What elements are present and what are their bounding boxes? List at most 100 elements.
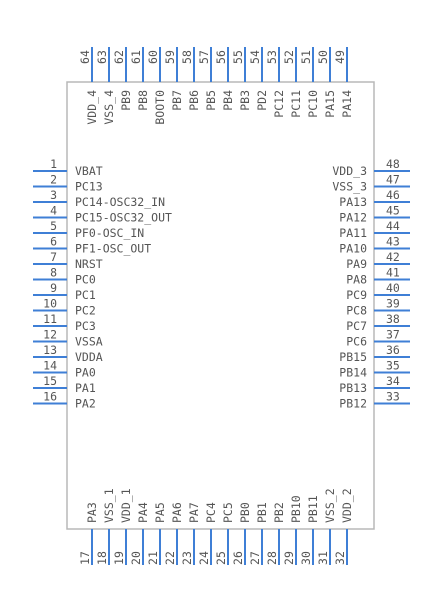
- pin-number-31: 31: [316, 551, 330, 565]
- pin-number-3: 3: [50, 188, 57, 202]
- pin-number-28: 28: [265, 551, 279, 565]
- pin-name-36: PB15: [339, 350, 367, 364]
- pin-number-7: 7: [50, 250, 57, 264]
- pin-name-34: PB13: [339, 381, 367, 395]
- pin-number-21: 21: [146, 551, 160, 565]
- pin-number-13: 13: [43, 343, 57, 357]
- pin-name-7: NRST: [75, 257, 103, 271]
- pin-name-41: PA8: [346, 273, 367, 287]
- pin-number-53: 53: [265, 50, 279, 64]
- pin-number-35: 35: [386, 359, 400, 373]
- pin-number-8: 8: [50, 266, 57, 280]
- pin-name-47: VSS_3: [332, 180, 367, 194]
- pin-number-6: 6: [50, 235, 57, 249]
- pin-number-45: 45: [386, 204, 400, 218]
- pin-name-10: PC2: [75, 304, 96, 318]
- pin-number-46: 46: [386, 188, 400, 202]
- pin-number-47: 47: [386, 173, 400, 187]
- pin-name-35: PB14: [339, 366, 367, 380]
- pin-name-12: VSSA: [75, 335, 103, 349]
- pin-name-46: PA13: [339, 195, 367, 209]
- pin-name-62: PB9: [119, 90, 133, 111]
- pin-name-18: VSS_1: [102, 488, 116, 523]
- pin-name-52: PC11: [289, 90, 303, 118]
- pin-name-13: VDDA: [75, 350, 103, 364]
- pin-number-52: 52: [282, 50, 296, 64]
- pin-name-6: PF1-OSC_OUT: [75, 242, 151, 256]
- pin-name-56: PB4: [221, 90, 235, 111]
- pin-name-9: PC1: [75, 288, 96, 302]
- pin-name-64: VDD_4: [85, 90, 99, 125]
- pin-name-3: PC14-OSC32_IN: [75, 195, 165, 209]
- pin-name-33: PB12: [339, 397, 367, 411]
- pin-number-16: 16: [43, 390, 57, 404]
- pin-name-21: PA5: [153, 502, 167, 523]
- pin-name-51: PC10: [306, 90, 320, 118]
- pin-name-16: PA2: [75, 397, 96, 411]
- pin-name-2: PC13: [75, 180, 103, 194]
- pin-number-36: 36: [386, 343, 400, 357]
- pin-name-30: PB11: [306, 495, 320, 523]
- pin-name-55: PB3: [238, 90, 252, 111]
- pin-name-19: VDD_1: [119, 488, 133, 523]
- pin-number-34: 34: [386, 374, 400, 388]
- pin-number-12: 12: [43, 328, 57, 342]
- pin-number-25: 25: [214, 551, 228, 565]
- ic-body-outline: [66, 81, 375, 530]
- pin-name-48: VDD_3: [332, 164, 367, 178]
- pin-number-14: 14: [43, 359, 57, 373]
- pin-name-25: PC5: [221, 502, 235, 523]
- pin-name-58: PB6: [187, 90, 201, 111]
- pin-number-15: 15: [43, 374, 57, 388]
- pin-number-9: 9: [50, 281, 57, 295]
- pin-number-38: 38: [386, 312, 400, 326]
- pin-number-29: 29: [282, 551, 296, 565]
- pin-name-38: PC7: [346, 319, 367, 333]
- pin-number-10: 10: [43, 297, 57, 311]
- pin-number-27: 27: [248, 551, 262, 565]
- pin-number-54: 54: [248, 50, 262, 64]
- pin-name-14: PA0: [75, 366, 96, 380]
- pin-number-59: 59: [163, 50, 177, 64]
- pin-name-59: PB7: [170, 90, 184, 111]
- pin-number-60: 60: [146, 50, 160, 64]
- pin-number-62: 62: [112, 50, 126, 64]
- pin-name-5: PF0-OSC_IN: [75, 226, 144, 240]
- pin-number-57: 57: [197, 50, 211, 64]
- pin-name-29: PB10: [289, 495, 303, 523]
- pin-number-17: 17: [78, 551, 92, 565]
- pin-number-33: 33: [386, 390, 400, 404]
- pin-name-49: PA14: [340, 90, 354, 118]
- pin-number-50: 50: [316, 50, 330, 64]
- pin-number-18: 18: [95, 551, 109, 565]
- pin-name-37: PC6: [346, 335, 367, 349]
- pin-number-41: 41: [386, 266, 400, 280]
- pin-name-4: PC15-OSC32_OUT: [75, 211, 172, 225]
- pin-number-63: 63: [95, 50, 109, 64]
- pin-name-20: PA4: [136, 502, 150, 523]
- pin-name-50: PA15: [323, 90, 337, 118]
- pin-number-61: 61: [129, 50, 143, 64]
- pin-name-24: PC4: [204, 502, 218, 523]
- pin-name-1: VBAT: [75, 164, 103, 178]
- pin-name-43: PA10: [339, 242, 367, 256]
- pin-number-23: 23: [180, 551, 194, 565]
- pin-number-49: 49: [333, 50, 347, 64]
- pin-number-56: 56: [214, 50, 228, 64]
- pin-number-30: 30: [299, 551, 313, 565]
- pin-number-2: 2: [50, 173, 57, 187]
- pin-name-27: PB1: [255, 502, 269, 523]
- pin-number-64: 64: [78, 50, 92, 64]
- pin-name-45: PA12: [339, 211, 367, 225]
- pin-number-37: 37: [386, 328, 400, 342]
- pin-number-22: 22: [163, 551, 177, 565]
- pin-name-61: PB8: [136, 90, 150, 111]
- pin-name-60: BOOT0: [153, 90, 167, 125]
- pin-name-8: PC0: [75, 273, 96, 287]
- pin-name-15: PA1: [75, 381, 96, 395]
- pin-name-42: PA9: [346, 257, 367, 271]
- pin-name-57: PB5: [204, 90, 218, 111]
